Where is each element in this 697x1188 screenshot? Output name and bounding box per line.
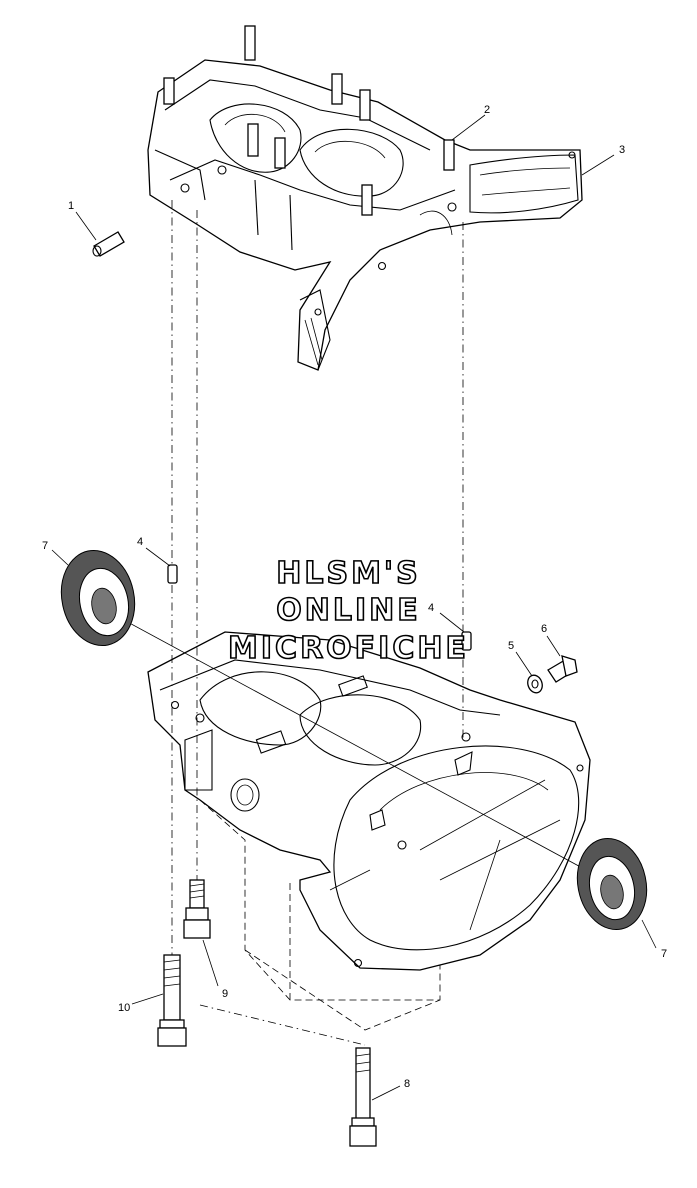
callout-9: 9 — [222, 988, 229, 1000]
crank-seal-right — [576, 837, 648, 931]
callout-8: 8 — [404, 1078, 411, 1090]
upper-crankcase — [147, 25, 583, 371]
callout-4-right: 4 — [428, 602, 435, 614]
bolt-10 — [157, 954, 187, 1047]
crank-seal-left — [60, 549, 136, 647]
watermark-line-2: ONLINE — [275, 593, 421, 629]
washer-5 — [527, 674, 543, 694]
lower-crankcase — [147, 631, 591, 1031]
bolt-8 — [349, 1047, 377, 1147]
callout-5: 5 — [508, 640, 515, 652]
callout-7-right: 7 — [661, 948, 668, 960]
bolt-9 — [183, 879, 211, 939]
callout-3: 3 — [619, 144, 626, 156]
callout-1: 1 — [68, 200, 75, 212]
watermark-line-1: HLSM'S — [275, 556, 421, 592]
callout-10: 10 — [118, 1002, 131, 1014]
dowel-pins-4 — [167, 564, 472, 651]
callout-7-left: 7 — [42, 540, 49, 552]
cylinder-studs — [163, 25, 455, 216]
callout-2: 2 — [484, 104, 491, 116]
seal-axis-line — [97, 605, 613, 885]
watermark-line-3: MICROFICHE — [227, 631, 469, 667]
dowel-pin-1 — [92, 231, 125, 257]
callout-6: 6 — [541, 623, 548, 635]
drain-plug-6 — [547, 655, 578, 683]
callout-leaders — [51, 114, 657, 1101]
callout-4-left: 4 — [137, 536, 144, 548]
alignment-lines — [171, 200, 464, 1046]
